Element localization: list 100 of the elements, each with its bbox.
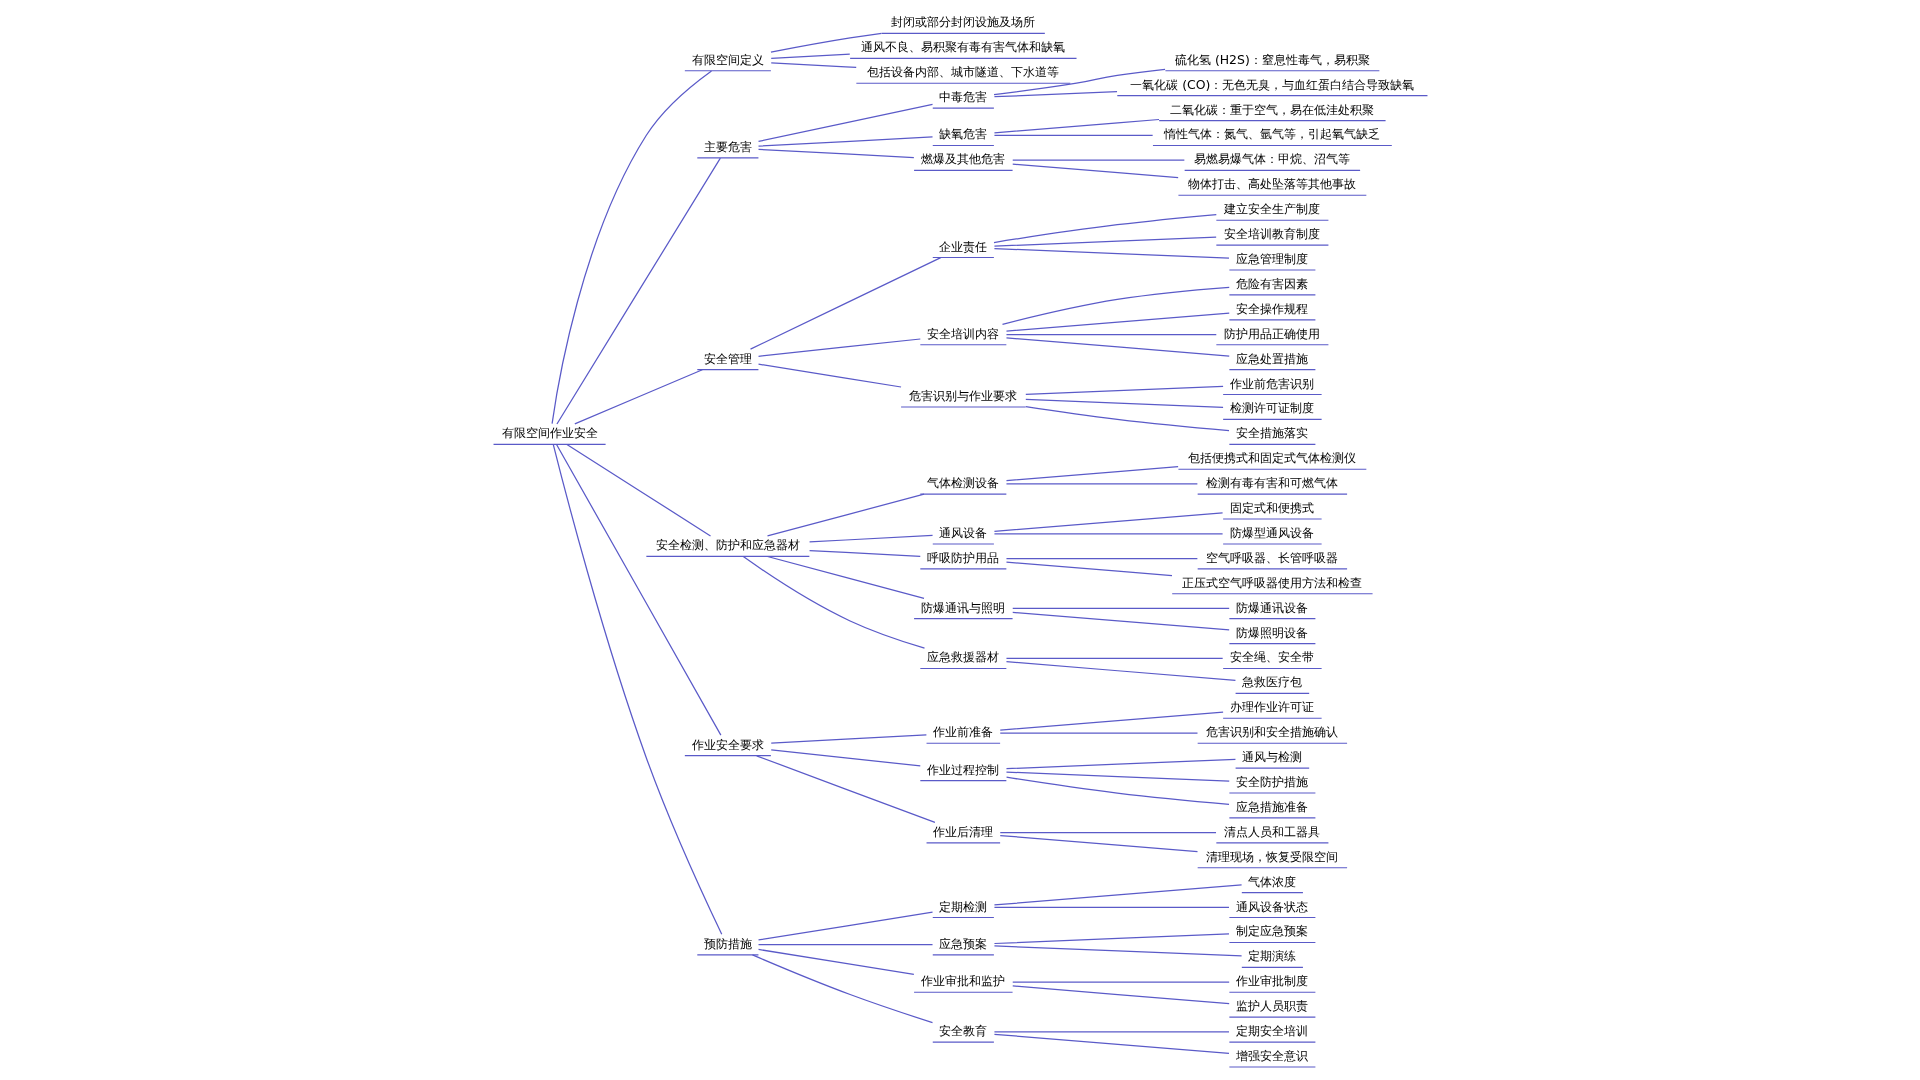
connector xyxy=(749,257,941,350)
connector xyxy=(1001,286,1230,325)
connector xyxy=(808,534,933,543)
connector xyxy=(993,533,1223,535)
connector xyxy=(1024,406,1230,432)
connector xyxy=(552,443,722,935)
node-text: 防爆通讯设备 xyxy=(1235,599,1308,615)
node-text: 应急预案 xyxy=(938,935,987,951)
node-text: 空气呼吸器、长管呼吸器 xyxy=(1205,549,1338,565)
node-text: 作业过程控制 xyxy=(926,761,999,777)
node-text: 办理作业许可证 xyxy=(1229,699,1314,715)
connector xyxy=(1005,561,1173,577)
connector xyxy=(1005,558,1198,560)
node-text: 企业责任 xyxy=(938,238,987,254)
node-text: 安全培训教育制度 xyxy=(1223,226,1320,242)
node-text: 定期检测 xyxy=(938,898,987,914)
connector xyxy=(993,91,1118,98)
connector xyxy=(993,1033,1230,1054)
connector xyxy=(1005,483,1198,485)
connector xyxy=(993,906,1230,908)
connector xyxy=(755,755,936,824)
node-text: 安全培训内容 xyxy=(926,325,999,341)
node-text: 预防措施 xyxy=(703,935,752,951)
node-text: 有限空间定义 xyxy=(691,51,764,67)
connector xyxy=(1005,466,1179,482)
connector xyxy=(993,134,1153,136)
node-text: 防爆型通风设备 xyxy=(1229,524,1314,540)
node-text: 呼吸防护用品 xyxy=(926,549,999,565)
node-text: 安全管理 xyxy=(703,350,752,366)
node-text: 通风设备状态 xyxy=(1235,898,1308,914)
connector xyxy=(999,711,1224,731)
node-text: 包括便携式和固定式气体检测仪 xyxy=(1187,450,1356,466)
node-text: 监护人员职责 xyxy=(1235,998,1308,1014)
node-text: 应急处置措施 xyxy=(1235,350,1308,366)
node-text: 中毒危害 xyxy=(938,89,987,105)
connector xyxy=(808,549,921,558)
node-text: 物体打击、高处坠落等其他事故 xyxy=(1187,176,1356,192)
node-text: 主要危害 xyxy=(703,138,752,154)
connector xyxy=(550,70,712,425)
node-text: 通风设备 xyxy=(938,524,987,540)
node-text: 作业后清理 xyxy=(932,823,993,839)
connector xyxy=(992,213,1217,244)
connector xyxy=(757,136,933,147)
node-text: 缺氧危害 xyxy=(938,126,987,142)
node-text: 制定应急预案 xyxy=(1235,923,1308,939)
node-text: 防护用品正确使用 xyxy=(1223,325,1320,341)
node-text: 危险有害因素 xyxy=(1235,275,1308,291)
node-text: 建立安全生产制度 xyxy=(1223,201,1320,217)
connector xyxy=(757,363,902,388)
connector xyxy=(757,103,933,143)
node-text: 易燃易爆气体：甲烷、沼气等 xyxy=(1193,151,1350,167)
connector xyxy=(757,338,921,357)
connector xyxy=(1024,385,1224,395)
node-text: 作业前危害识别 xyxy=(1229,375,1314,391)
connector xyxy=(757,948,914,975)
connector xyxy=(1011,981,1230,983)
connector xyxy=(999,832,1217,834)
node-text: 应急措施准备 xyxy=(1235,798,1308,814)
node-text: 二氧化碳：重于空气，易在低洼处积聚 xyxy=(1169,101,1374,117)
connector xyxy=(1011,159,1185,161)
connector xyxy=(1005,661,1236,681)
node-text: 安全操作规程 xyxy=(1235,300,1308,316)
node-text: 检测有毒有害和可燃气体 xyxy=(1205,475,1338,491)
connector xyxy=(993,247,1230,259)
node-text: 气体检测设备 xyxy=(926,475,999,491)
connector xyxy=(751,954,933,1024)
node-text: 安全防护措施 xyxy=(1235,774,1308,789)
connector xyxy=(770,53,850,59)
connector xyxy=(565,443,711,537)
node-text: 通风不良、易积聚有毒有害气体和缺氧 xyxy=(860,39,1065,55)
node-text: 有限空间作业安全 xyxy=(501,425,598,441)
connector xyxy=(993,1031,1230,1033)
connector xyxy=(1005,771,1230,782)
node-text: 作业审批和监护 xyxy=(920,973,1005,989)
connector xyxy=(757,148,914,159)
connector xyxy=(757,911,933,941)
node-text: 防爆通讯与照明 xyxy=(920,599,1005,615)
node-text: 防爆照明设备 xyxy=(1235,624,1308,640)
connector xyxy=(770,734,927,744)
connector xyxy=(757,944,933,946)
node-text: 通风与检测 xyxy=(1241,749,1302,765)
connector xyxy=(1011,163,1179,179)
node-text: 危害识别与作业要求 xyxy=(908,387,1017,403)
node-text: 安全绳、安全带 xyxy=(1229,649,1314,665)
connector xyxy=(999,732,1198,734)
node-text: 固定式和便携式 xyxy=(1229,500,1314,516)
connector xyxy=(1011,607,1230,610)
node-text: 正压式空气呼吸器使用方法和检查 xyxy=(1181,574,1362,590)
node-text: 包括设备内部、城市隧道、下水道等 xyxy=(866,64,1059,80)
node-text: 作业前准备 xyxy=(932,724,993,740)
connector xyxy=(742,555,925,649)
connector xyxy=(770,62,857,68)
node-text: 急救医疗包 xyxy=(1241,674,1302,690)
connector xyxy=(993,118,1160,134)
node-text: 危害识别和安全措施确认 xyxy=(1205,724,1338,740)
connector xyxy=(1005,657,1223,659)
node-text: 惰性气体：氮气、氩气等，引起氧气缺乏 xyxy=(1163,126,1380,142)
connector xyxy=(1011,985,1230,1005)
connector xyxy=(993,236,1217,247)
node-text: 封闭或部分封闭设施及场所 xyxy=(890,14,1035,30)
